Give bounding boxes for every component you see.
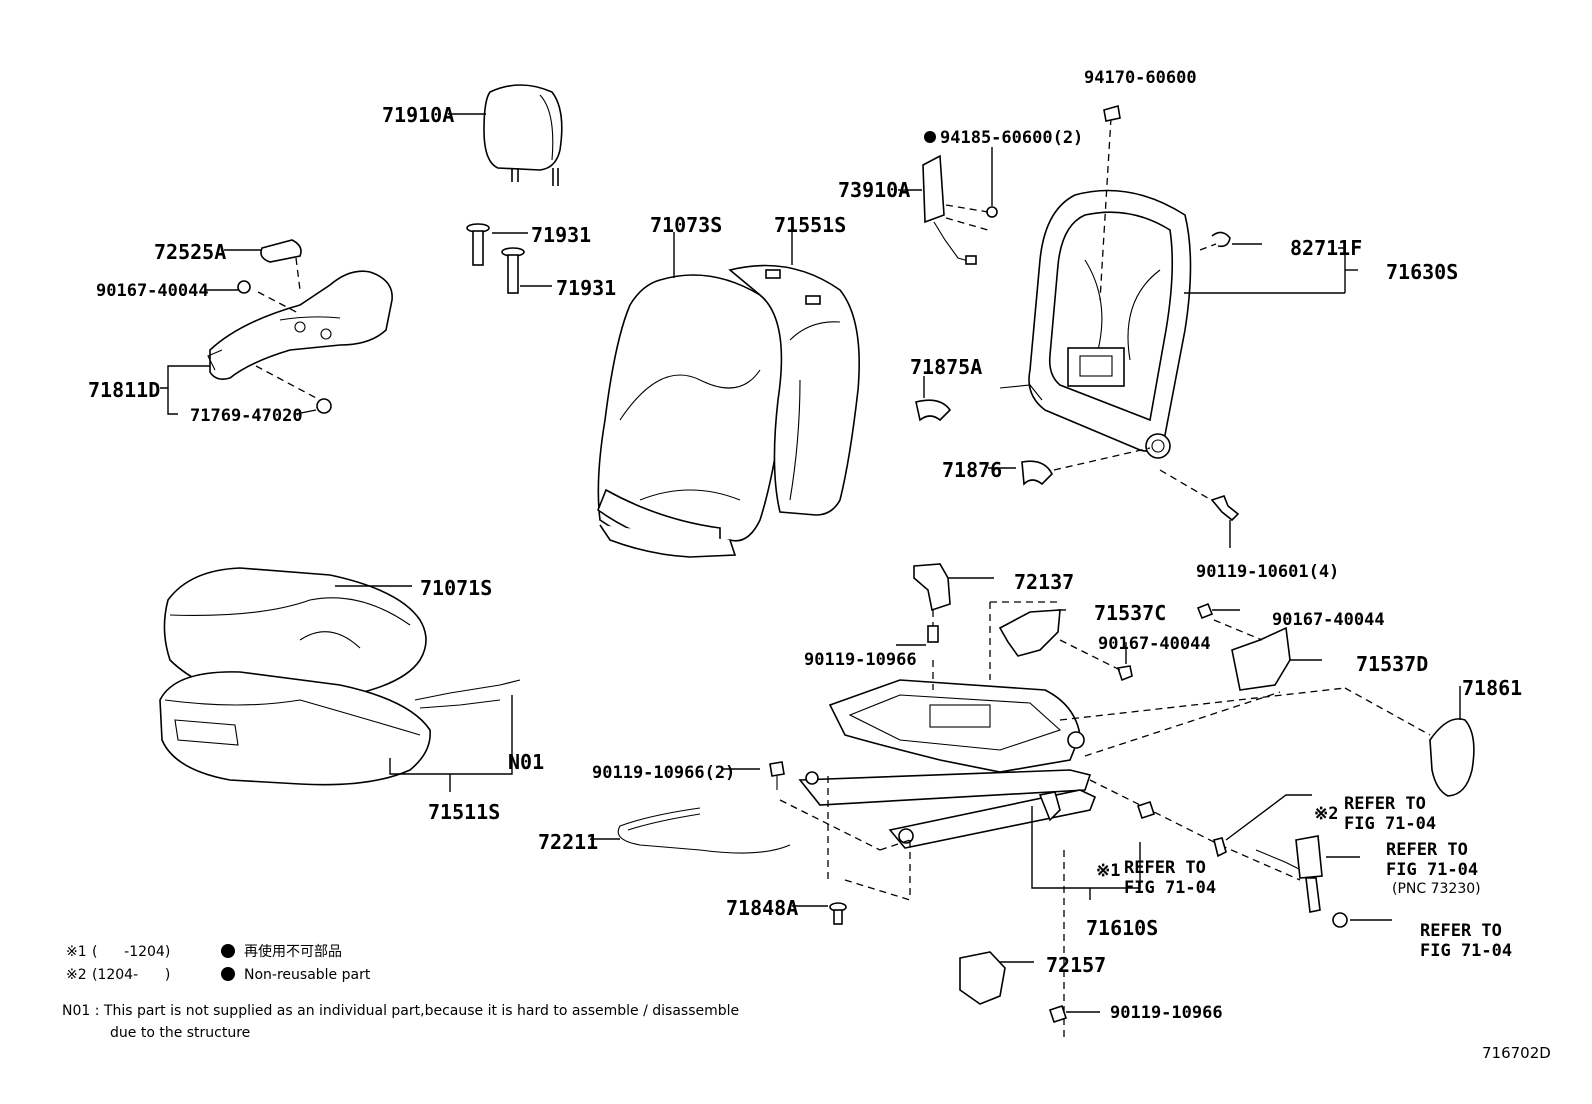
legend-row2-text: Non-reusable part <box>244 967 371 983</box>
label-94170-60600: 94170-60600 <box>1084 68 1197 88</box>
label-73910a: 73910A <box>838 178 911 202</box>
legend-row2-mark: ※2 <box>66 967 87 983</box>
recliner-cover-drawing <box>915 376 1240 548</box>
label-90119-10966-a: 90119-10966 <box>804 650 917 670</box>
ref1-line1: REFER TO <box>1124 858 1206 878</box>
seat-adjuster-drawing <box>779 679 1431 901</box>
label-71630s: 71630S <box>1386 260 1459 284</box>
label-n01: N01 <box>508 750 545 774</box>
label-90167-40044-c: 90167-40044 <box>1272 610 1385 630</box>
label-82711f: 82711F <box>1290 236 1363 260</box>
label-72157: 72157 <box>1046 953 1107 977</box>
diagram-id: 716702D <box>1482 1044 1551 1062</box>
seatbelt-buckle-drawing <box>1213 794 1392 928</box>
legend-row1-range: ( -1204) <box>92 944 171 960</box>
knob-drawing <box>1429 686 1475 797</box>
legend-row1-text: 再使用不可部品 <box>244 944 342 960</box>
label-72211: 72211 <box>538 830 599 854</box>
ref4-line2: FIG 71-04 <box>1420 941 1513 961</box>
label-71610s: 71610S <box>1086 916 1159 940</box>
label-71537d: 71537D <box>1356 652 1429 676</box>
label-71769-47020: 71769-47020 <box>190 406 303 426</box>
label-94185-60600: 94185-60600(2) <box>940 128 1084 148</box>
side-airbag-drawing <box>898 131 998 265</box>
legend-bullet-1 <box>221 944 235 958</box>
side-shield-drawing <box>160 239 393 415</box>
label-90119-10601: 90119-10601(4) <box>1196 562 1340 582</box>
label-90167-40044-a: 90167-40044 <box>96 281 209 301</box>
label-71910a: 71910A <box>382 103 455 127</box>
seatback-pad-drawing <box>728 232 860 516</box>
ref2-mark: ※2 <box>1314 804 1339 824</box>
label-72137: 72137 <box>1014 570 1075 594</box>
label-71931-a: 71931 <box>531 223 592 247</box>
bottom-cover-drawing <box>959 850 1100 1040</box>
seatback-cover-drawing <box>597 232 788 558</box>
label-71848a: 71848A <box>726 896 799 920</box>
seat-cushion-cover-drawing <box>163 567 427 701</box>
ref2-line2: FIG 71-04 <box>1344 814 1437 834</box>
headrest-drawing <box>448 84 563 186</box>
seatback-frame-drawing <box>999 104 1358 459</box>
label-71861: 71861 <box>1462 676 1523 700</box>
label-71875a: 71875A <box>910 355 983 379</box>
footnote-line2: due to the structure <box>110 1025 251 1041</box>
label-90167-40044-b: 90167-40044 <box>1098 634 1211 654</box>
ref1-mark: ※1 <box>1096 861 1121 881</box>
label-71551s: 71551S <box>774 213 847 237</box>
legend-bullet-2 <box>221 967 235 981</box>
label-71071s: 71071S <box>420 576 493 600</box>
label-71537c: 71537C <box>1094 601 1167 625</box>
label-72525a: 72525A <box>154 240 227 264</box>
side-covers-drawing <box>896 563 1322 691</box>
legend-row1-mark: ※1 <box>66 944 87 960</box>
lower-parts-drawing <box>590 761 847 925</box>
ref2-line1: REFER TO <box>1344 794 1426 814</box>
ref3-line3: (PNC 73230) <box>1392 881 1481 897</box>
ref1-line2: FIG 71-04 <box>1124 878 1217 898</box>
footnote-line1: N01 : This part is not supplied as an in… <box>62 1003 740 1019</box>
ref3-line2: FIG 71-04 <box>1386 860 1479 880</box>
label-71811d: 71811D <box>88 378 161 402</box>
label-71931-b: 71931 <box>556 276 617 300</box>
label-71876: 71876 <box>942 458 1003 482</box>
label-90119-10966-2: 90119-10966(2) <box>592 763 736 783</box>
label-71073s: 71073S <box>650 213 723 237</box>
legend-row2-range: (1204- ) <box>92 967 171 983</box>
label-71511s: 71511S <box>428 800 501 824</box>
seat-cushion-pad-drawing <box>159 671 521 792</box>
headrest-support-drawing <box>466 223 552 294</box>
label-90119-10966-b: 90119-10966 <box>1110 1003 1223 1023</box>
ref4-line1: REFER TO <box>1420 921 1502 941</box>
ref3-line1: REFER TO <box>1386 840 1468 860</box>
